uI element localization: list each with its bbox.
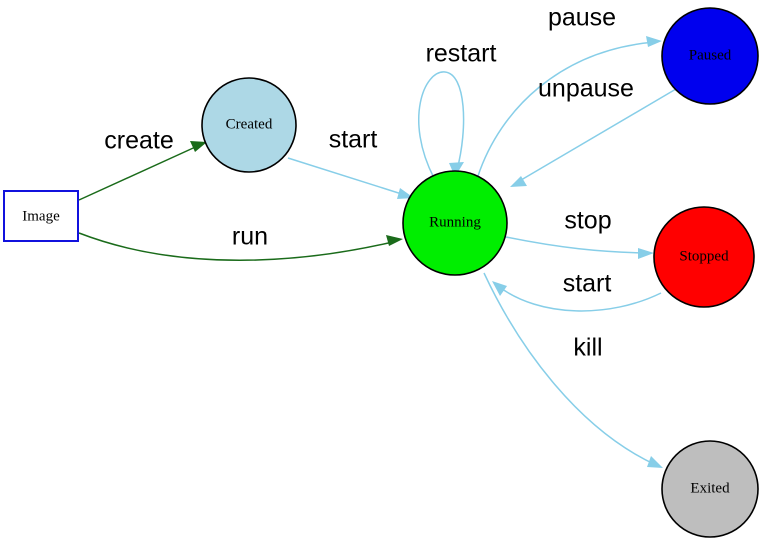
node-image-label: Image bbox=[22, 208, 60, 224]
edge-label-start-2: start bbox=[563, 270, 612, 298]
edge-create-path bbox=[78, 143, 203, 201]
edge-kill[interactable] bbox=[483, 272, 663, 468]
edge-create[interactable] bbox=[78, 141, 207, 201]
edge-run-arrowhead bbox=[386, 235, 403, 246]
edge-stop-path bbox=[505, 236, 647, 254]
node-created-shape bbox=[201, 77, 297, 173]
edge-unpause[interactable] bbox=[510, 88, 677, 187]
node-image-shape bbox=[3, 190, 79, 242]
edge-restart[interactable] bbox=[418, 71, 465, 179]
edge-start1-path bbox=[287, 157, 409, 197]
edge-start2-arrowhead bbox=[492, 281, 507, 296]
edge-start-created-running[interactable] bbox=[287, 157, 414, 199]
edge-pause-path bbox=[477, 41, 656, 177]
node-created[interactable]: Created bbox=[201, 77, 297, 173]
edge-stop-arrowhead bbox=[638, 248, 654, 259]
edge-run[interactable] bbox=[78, 232, 403, 261]
edge-unpause-path bbox=[515, 88, 677, 184]
node-stopped[interactable]: Stopped bbox=[653, 206, 755, 308]
edge-start-stopped-running[interactable] bbox=[492, 281, 662, 312]
edge-pause[interactable] bbox=[477, 36, 662, 177]
node-running-shape bbox=[402, 170, 508, 276]
edge-kill-path bbox=[483, 272, 657, 466]
edge-stop[interactable] bbox=[505, 236, 654, 259]
edge-label-run: run bbox=[232, 223, 268, 251]
node-paused-label: Paused bbox=[689, 47, 732, 63]
node-exited[interactable]: Exited bbox=[661, 440, 759, 538]
node-exited-shape bbox=[661, 440, 759, 538]
edge-label-restart: restart bbox=[426, 40, 497, 68]
node-running-label: Running bbox=[429, 214, 481, 230]
node-exited-label: Exited bbox=[690, 480, 730, 496]
edge-unpause-arrowhead bbox=[510, 176, 527, 187]
edge-label-unpause: unpause bbox=[538, 75, 634, 103]
node-stopped-label: Stopped bbox=[679, 248, 729, 264]
node-stopped-shape bbox=[653, 206, 755, 308]
edge-kill-arrowhead bbox=[647, 456, 663, 468]
edge-label-kill: kill bbox=[573, 334, 602, 362]
edge-run-path bbox=[78, 232, 398, 261]
edge-label-stop: stop bbox=[564, 207, 611, 235]
edge-start2-path bbox=[497, 285, 662, 312]
node-paused[interactable]: Paused bbox=[661, 7, 759, 105]
node-created-label: Created bbox=[226, 116, 273, 132]
edge-pause-arrowhead bbox=[646, 36, 662, 47]
edge-label-pause: pause bbox=[548, 4, 616, 32]
node-running[interactable]: Running bbox=[402, 170, 508, 276]
edge-create-arrowhead bbox=[190, 141, 207, 152]
edge-label-create: create bbox=[104, 127, 173, 155]
edge-restart-arrowhead bbox=[449, 162, 464, 177]
edge-label-start-1: start bbox=[329, 126, 378, 154]
edge-restart-path bbox=[418, 71, 465, 179]
node-paused-shape bbox=[661, 7, 759, 105]
node-image[interactable]: Image bbox=[3, 190, 79, 242]
